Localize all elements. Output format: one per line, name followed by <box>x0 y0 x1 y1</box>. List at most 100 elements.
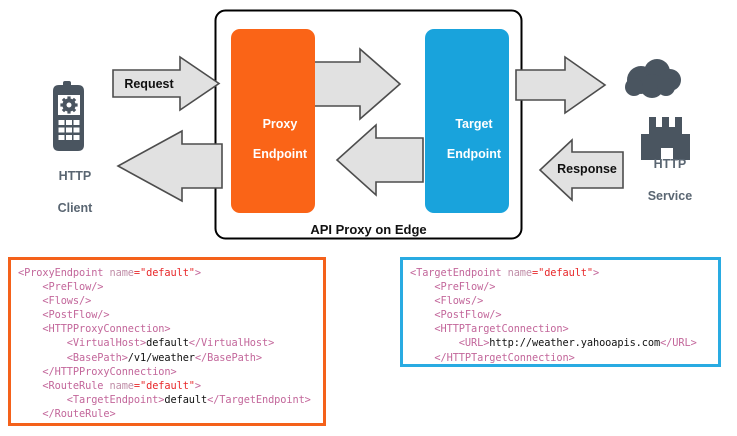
code-token-tag: <PostFlow/> <box>42 309 110 322</box>
architecture-diagram: Proxy Endpoint Target Endpoint API Proxy… <box>32 9 693 240</box>
target-to-service-arrow <box>515 55 607 115</box>
http-service-label-line2: Service <box>647 189 693 203</box>
code-token-tag: <HTTPProxyConnection> <box>42 323 171 336</box>
proxy-endpoint-label-line2: Endpoint <box>252 147 308 161</box>
code-token-tag: <PreFlow/> <box>434 281 496 294</box>
code-token-tag: <ProxyEndpoint <box>18 267 110 279</box>
code-token-val: ="default" <box>532 267 593 279</box>
code-token-tag: <Flows/> <box>42 295 92 308</box>
request-arrow <box>112 55 221 112</box>
code-token-plain <box>410 337 459 349</box>
request-arrow-label: Request <box>124 77 174 91</box>
http-client-label-line2: Client <box>57 201 93 215</box>
response-arrow <box>538 138 624 202</box>
code-token-attr: name <box>109 267 135 279</box>
code-token-tag: </RouteRule> <box>42 407 116 420</box>
code-token-text: default <box>146 337 189 350</box>
code-token-plain <box>18 380 42 392</box>
factory-cloud-icon <box>625 59 690 160</box>
code-token-tag: </TargetEndpoint> <box>207 393 311 406</box>
code-token-plain <box>410 309 434 321</box>
code-line: <PreFlow/> <box>18 280 318 294</box>
code-token-attr: name <box>109 379 135 392</box>
code-token-tag: </URL> <box>660 337 697 350</box>
code-token-tag: <RouteRule <box>42 379 110 392</box>
code-token-plain <box>18 394 67 406</box>
code-token-tag: </BasePath> <box>194 351 262 364</box>
code-line: </HTTPProxyConnection> <box>18 365 318 379</box>
code-line: <BasePath>/v1/weather</BasePath> <box>18 351 318 365</box>
code-token-tag: <PreFlow/> <box>42 281 104 294</box>
code-line: <URL>http://weather.yahooapis.com</URL> <box>410 336 713 350</box>
code-line: </HTTPTargetConnection> <box>410 351 713 364</box>
code-token-plain <box>18 323 42 335</box>
code-line: </RouteRule> <box>18 407 318 421</box>
code-token-val: ="default" <box>133 267 195 279</box>
proxy-endpoint-label: Proxy Endpoint <box>231 102 315 177</box>
code-token-tag: <VirtualHost> <box>66 337 147 350</box>
code-line: <RouteRule name="default"> <box>18 379 318 393</box>
code-token-plain <box>18 281 42 293</box>
code-line: <TargetEndpoint>default</TargetEndpoint> <box>18 393 318 407</box>
code-token-tag: </TargetEndpoint> <box>410 366 514 367</box>
code-line: <VirtualHost>default</VirtualHost> <box>18 336 318 350</box>
code-line: </ProxyEndpoint> <box>18 421 318 423</box>
http-service-label-line1: HTTP <box>653 157 687 171</box>
code-token-tag: <HTTPTargetConnection> <box>434 323 569 336</box>
code-token-tag: </HTTPProxyConnection> <box>42 365 177 378</box>
code-token-tag: <BasePath> <box>66 351 128 364</box>
code-token-plain <box>18 408 42 420</box>
response-arrow-label: Response <box>557 162 617 176</box>
code-token-tag: </VirtualHost> <box>188 337 275 350</box>
code-token-tag: <Flows/> <box>434 295 484 308</box>
code-token-plain <box>410 352 434 364</box>
code-line: <PreFlow/> <box>410 280 713 294</box>
code-line: <HTTPProxyConnection> <box>18 322 318 336</box>
code-line: <TargetEndpoint name="default"> <box>410 266 713 280</box>
target-endpoint-box[interactable] <box>425 29 509 213</box>
proxy-endpoint-label-line1: Proxy <box>262 117 298 131</box>
diagram-svg <box>53 9 690 240</box>
code-line: <PostFlow/> <box>410 308 713 322</box>
proxy-to-target-arrow <box>312 47 402 121</box>
code-token-tag: <TargetEndpoint <box>410 267 508 279</box>
code-token-plain <box>410 323 434 335</box>
code-token-tag: > <box>593 267 600 279</box>
code-token-plain <box>410 295 434 307</box>
code-token-plain <box>18 366 42 378</box>
api-proxy-title: API Proxy on Edge <box>310 222 427 237</box>
code-token-tag: <TargetEndpoint> <box>66 393 165 406</box>
code-line: <HTTPTargetConnection> <box>410 322 713 336</box>
code-line: </TargetEndpoint> <box>410 365 713 367</box>
proxy-endpoint-code-block[interactable]: <ProxyEndpoint name="default"> <PreFlow/… <box>8 257 326 426</box>
code-token-plain <box>18 309 42 321</box>
code-token-text: /v1/weather <box>127 351 195 364</box>
code-token-text: http://weather.yahooapis.com <box>489 337 661 350</box>
code-token-tag: > <box>194 267 202 279</box>
code-line: <ProxyEndpoint name="default"> <box>18 266 318 280</box>
code-token-text: default <box>164 393 208 406</box>
code-token-attr: name <box>507 267 533 279</box>
http-client-label-line1: HTTP <box>58 169 92 183</box>
target-to-proxy-arrow <box>335 123 424 197</box>
code-line: <Flows/> <box>18 294 318 308</box>
client-return-arrow <box>116 129 223 203</box>
code-token-tag: > <box>194 379 202 392</box>
mobile-phone-gear-icon <box>53 81 84 151</box>
target-endpoint-label: Target Endpoint <box>425 102 509 177</box>
code-token-plain <box>18 337 67 349</box>
target-endpoint-label-line1: Target <box>455 117 493 131</box>
code-line: <PostFlow/> <box>18 308 318 322</box>
proxy-endpoint-box[interactable] <box>231 29 315 213</box>
http-client-label: HTTP Client <box>32 152 104 232</box>
target-endpoint-label-line2: Endpoint <box>446 147 502 161</box>
code-token-tag: <PostFlow/> <box>434 309 502 322</box>
code-token-plain <box>18 352 67 364</box>
code-token-val: ="default" <box>133 379 195 392</box>
code-token-plain <box>410 281 434 293</box>
code-token-tag: </HTTPTargetConnection> <box>434 351 575 364</box>
code-token-tag: <URL> <box>458 337 490 350</box>
code-token-plain <box>18 295 42 307</box>
code-token-tag: </ProxyEndpoint> <box>18 422 116 423</box>
target-endpoint-code-block[interactable]: <TargetEndpoint name="default"> <PreFlow… <box>400 257 721 367</box>
